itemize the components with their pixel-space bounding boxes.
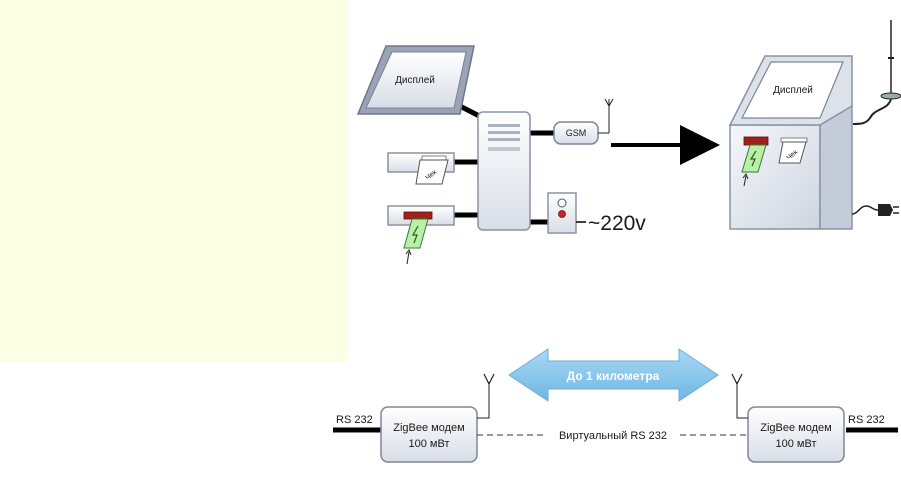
display-monitor-left: Дисплей bbox=[356, 45, 475, 115]
kiosk-power-plug bbox=[851, 204, 899, 216]
display-left-label: Дисплей bbox=[395, 75, 435, 86]
distance-label: До 1 километра bbox=[567, 369, 660, 383]
modular-system: Дисплей GSM Чек bbox=[356, 45, 720, 265]
kiosk: Дисплей Чек bbox=[728, 20, 901, 230]
distance-arrow: До 1 километра bbox=[508, 348, 719, 402]
zigbee-modem-left: ZigBee модем 100 мВт bbox=[380, 373, 495, 463]
modem-right-line1: ZigBee модем bbox=[760, 422, 831, 434]
kiosk-antenna bbox=[852, 20, 901, 125]
modem-left-line2: 100 мВт bbox=[409, 438, 450, 450]
modem-left-line1: ZigBee модем bbox=[393, 422, 464, 434]
power-label: ~220v bbox=[588, 212, 646, 235]
display-right-label: Дисплей bbox=[773, 85, 813, 96]
modem-right-line2: 100 мВт bbox=[776, 438, 817, 450]
receipt-printer: Чек bbox=[387, 152, 455, 185]
rs232-right-label: RS 232 bbox=[848, 414, 885, 426]
power-supply: ~220v bbox=[547, 192, 646, 235]
gsm-module: GSM bbox=[553, 98, 614, 145]
rs232-left-label: RS 232 bbox=[336, 414, 373, 426]
pc-tower bbox=[477, 111, 531, 231]
yellow-panel bbox=[0, 0, 348, 362]
zigbee-link: До 1 километра RS 232 RS 232 ZigBee моде… bbox=[333, 348, 898, 463]
card-reader bbox=[387, 205, 455, 265]
virtual-rs232-label: Виртуальный RS 232 bbox=[559, 430, 667, 442]
gsm-label: GSM bbox=[566, 128, 587, 138]
zigbee-modem-right: ZigBee модем 100 мВт bbox=[731, 373, 845, 463]
